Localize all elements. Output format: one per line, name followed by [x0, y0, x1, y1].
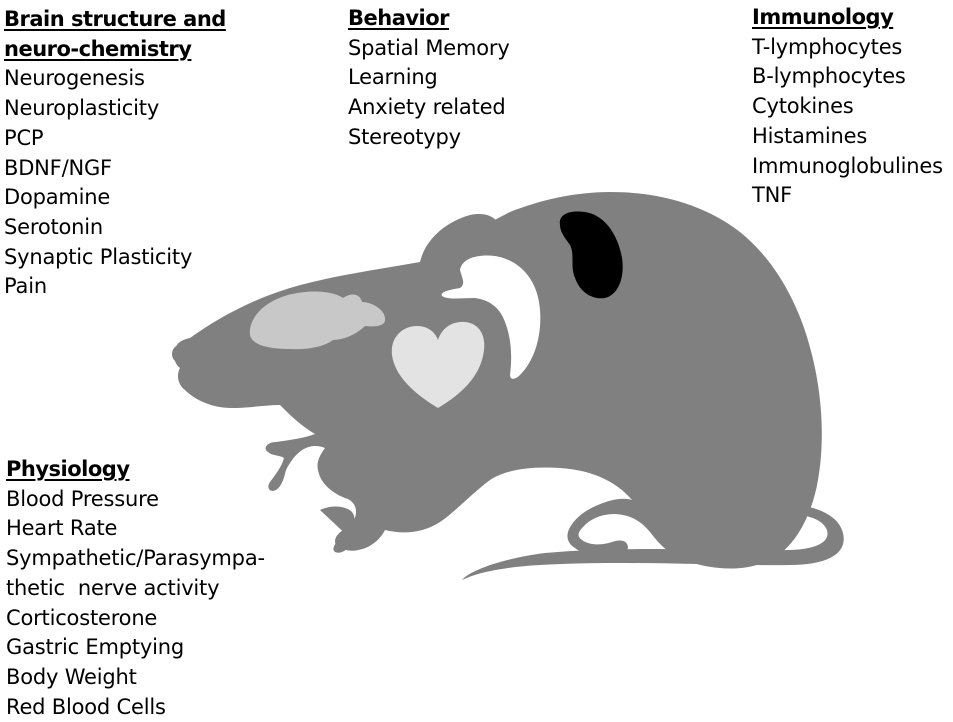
list-item: Serotonin — [4, 214, 104, 239]
spleen-organ — [559, 211, 623, 299]
list-item: Pain — [4, 274, 47, 299]
stomach-organ — [441, 255, 541, 379]
rat-body — [174, 192, 822, 569]
behavior-list: Spatial Memory Learning Anxiety related … — [348, 34, 510, 153]
list-item: Gastric Emptying — [6, 635, 184, 660]
list-item: Spatial Memory — [348, 35, 510, 60]
rat-ear — [420, 214, 502, 262]
list-item: Learning — [348, 65, 438, 90]
brain-organ — [249, 291, 386, 350]
list-item: Sympathetic/Parasympa- — [6, 546, 265, 571]
rat-front-paw — [320, 506, 355, 553]
list-item: Neuroplasticity — [4, 96, 160, 121]
list-item: Dopamine — [4, 185, 111, 210]
list-item: Corticosterone — [6, 605, 158, 630]
list-item: Immunoglobulines — [752, 153, 943, 178]
list-item: B-lymphocytes — [752, 64, 906, 89]
list-item: TNF — [752, 183, 793, 208]
list-item: Body Weight — [6, 664, 137, 689]
list-item: Anxiety related — [348, 95, 506, 120]
list-item: Histamines — [752, 123, 868, 148]
rat-nose — [172, 345, 188, 363]
list-item: BDNF/NGF — [4, 155, 112, 180]
list-item: Synaptic Plasticity — [4, 244, 193, 269]
list-item: Blood Pressure — [6, 486, 159, 511]
list-item: thetic nerve activity — [6, 575, 220, 600]
heart-organ — [391, 321, 485, 408]
physiology-section: Physiology Blood Pressure Heart Rate Sym… — [6, 455, 265, 722]
brain-structure-heading-line2: neuro-chemistry — [4, 36, 192, 61]
list-item: Stereotypy — [348, 124, 461, 149]
list-item: T-lymphocytes — [752, 34, 903, 59]
brain-structure-list: Neurogenesis Neuroplasticity PCP BDNF/NG… — [4, 64, 226, 302]
physiology-list: Blood Pressure Heart Rate Sympathetic/Pa… — [6, 485, 265, 722]
immunology-section: Immunology T-lymphocytes B-lymphocytes C… — [752, 3, 943, 211]
brain-structure-section: Brain structure and neuro-chemistry Neur… — [4, 5, 226, 302]
list-item: PCP — [4, 125, 44, 150]
list-item: Red Blood Cells — [6, 694, 166, 719]
list-item: Neurogenesis — [4, 66, 145, 91]
behavior-section: Behavior Spatial Memory Learning Anxiety… — [348, 4, 510, 153]
behavior-heading: Behavior — [348, 6, 450, 30]
list-item: Cytokines — [752, 94, 854, 119]
list-item: Heart Rate — [6, 516, 118, 541]
brain-structure-heading-line1: Brain structure and — [4, 7, 226, 31]
physiology-heading: Physiology — [6, 457, 130, 481]
immunology-heading: Immunology — [752, 5, 894, 29]
immunology-list: T-lymphocytes B-lymphocytes Cytokines Hi… — [752, 33, 943, 211]
